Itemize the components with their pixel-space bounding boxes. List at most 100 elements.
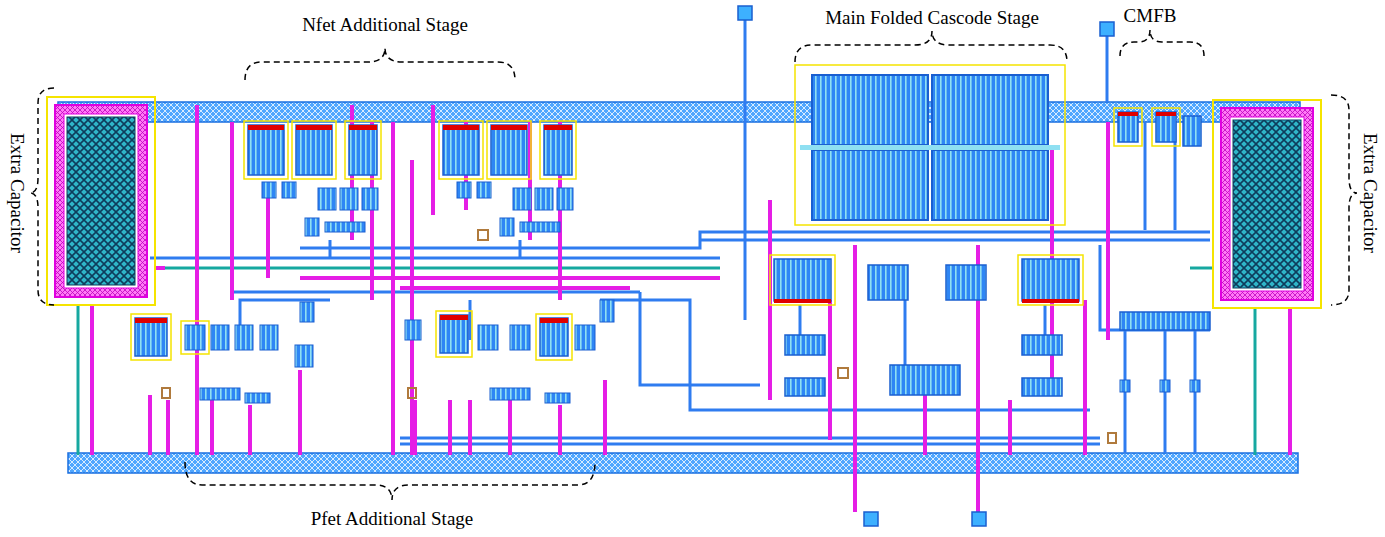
poly-wire (90, 305, 94, 455)
transistor-cell (318, 188, 336, 210)
poly-wire (400, 286, 630, 290)
transistor-array (932, 75, 1048, 145)
teal-wire (1190, 267, 1213, 270)
metal-wire (469, 300, 472, 340)
poly-wire (508, 400, 512, 455)
region-brace (30, 88, 54, 305)
capacitor-symbol (64, 114, 138, 288)
transistor-cell (1018, 255, 1083, 305)
transistor-cell (443, 125, 479, 130)
poly-wire (300, 276, 720, 280)
transistor-cell (244, 121, 288, 179)
via-contact (162, 388, 170, 398)
transistor-cell (244, 121, 576, 236)
region-label: Nfet Additional Stage (302, 14, 468, 36)
poly-wire (195, 105, 199, 455)
teal-wire (155, 267, 720, 270)
transistor-cell (248, 125, 284, 130)
transistor-cell (443, 125, 479, 175)
region-brace (30, 30, 1357, 500)
poly-wire (448, 400, 452, 455)
region-brace (795, 31, 1067, 62)
transistor-cell (439, 121, 483, 179)
transistor-cell (785, 378, 825, 396)
transistor-cell (1118, 112, 1138, 142)
transistor-cell (300, 302, 314, 322)
via-contact (838, 368, 848, 378)
metal-wire (400, 437, 1100, 440)
transistor-cell (774, 259, 831, 301)
transistor-cell (1120, 312, 1210, 330)
transistor-array (795, 65, 1065, 225)
capacitor-symbol (67, 117, 135, 285)
transistor-cell (1152, 108, 1180, 146)
poly-wire (1288, 308, 1292, 455)
poly-wire (413, 400, 417, 455)
transistor-cell (200, 388, 240, 400)
transistor-cell (868, 265, 908, 300)
poly-wire (166, 400, 170, 455)
transistor-cell (349, 125, 377, 175)
transistor-cell (544, 125, 572, 175)
transistor-cell (362, 188, 378, 210)
transistor-cell (262, 182, 276, 198)
supply-rail (58, 102, 1300, 473)
region-label: Main Folded Cascode Stage (825, 7, 1039, 29)
transistor-cell (185, 325, 205, 350)
metal-wire (904, 300, 907, 365)
transistor-array (812, 150, 928, 220)
region-brace (1120, 30, 1204, 56)
transistor-cell (600, 300, 614, 322)
poly-wire (558, 405, 562, 455)
transistor-cell (500, 218, 514, 236)
transistor-cell (296, 125, 332, 175)
poly-wire (230, 122, 234, 300)
poly-wire (391, 122, 395, 455)
poly-wire (410, 160, 414, 455)
metal-wire (519, 240, 522, 258)
metal-wire (744, 20, 747, 320)
metal-wire (400, 443, 1100, 446)
transistor-cell (513, 188, 531, 210)
region-label: Pfet Additional Stage (311, 508, 474, 530)
transistor-cell (946, 265, 986, 300)
transistor-cell (1190, 380, 1200, 392)
transistor-cell (540, 318, 568, 356)
metal-wire (640, 292, 760, 385)
metal-wire (230, 291, 640, 294)
metal-wire (300, 232, 1210, 248)
transistor-cell (248, 125, 284, 175)
capacitor-symbol (1221, 108, 1313, 300)
capacitor-symbol (55, 105, 147, 297)
transistor-cell (785, 335, 825, 355)
io-pin (864, 512, 878, 526)
transistor-cell (478, 325, 498, 350)
poly-wire (853, 245, 857, 512)
transistor-cell (282, 182, 296, 198)
capacitor-symbol (47, 97, 155, 305)
region-label: CMFB (1124, 5, 1177, 27)
transistor-cell (520, 222, 560, 232)
transistor-cell (292, 121, 336, 179)
metal-wire (700, 239, 1210, 242)
transistor-cell (296, 125, 332, 130)
supply-rail (68, 453, 1298, 473)
transistor-cell (545, 393, 570, 403)
via-contact (1108, 433, 1116, 443)
transistor-cell (325, 222, 365, 232)
transistor-cell (1022, 378, 1062, 396)
transistor-cell (1183, 116, 1201, 146)
transistor-cell (440, 315, 468, 353)
metal-wire (329, 240, 332, 258)
poly-wire (923, 395, 927, 455)
transistor-cell (340, 188, 358, 210)
transistor-cell (135, 318, 167, 356)
metal-wire (799, 305, 802, 335)
transistor-cell (557, 188, 573, 210)
metal-wire (1144, 122, 1147, 230)
transistor-cell (245, 393, 270, 403)
transistor-cell (890, 365, 960, 395)
transistor-cell (774, 299, 831, 303)
transistor-cell (1160, 380, 1170, 392)
